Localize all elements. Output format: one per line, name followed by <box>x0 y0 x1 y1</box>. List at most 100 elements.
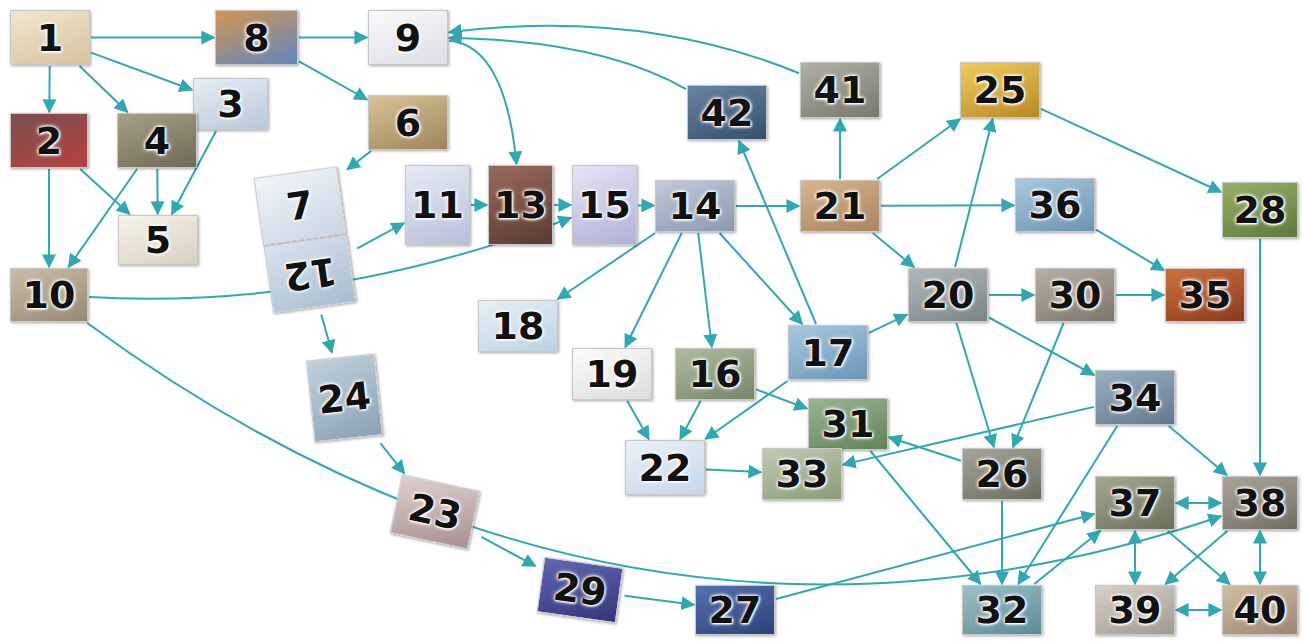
connector-arrow <box>839 119 841 179</box>
slide-number: 14 <box>669 187 722 225</box>
slide-number: 34 <box>1109 379 1162 417</box>
connector-arrow <box>1096 230 1164 271</box>
slide-number: 13 <box>494 186 547 224</box>
slide-number: 29 <box>551 568 609 613</box>
connector-arrow <box>776 514 1094 599</box>
slide-number: 31 <box>822 405 875 443</box>
slide-number: 10 <box>23 276 76 314</box>
slide-number: 24 <box>316 376 373 419</box>
connector-arrow <box>638 204 654 206</box>
connector-arrow <box>877 119 960 179</box>
slide-thumbnail: 41 <box>800 62 880 118</box>
connector-arrow <box>156 169 158 214</box>
slide-thumbnail: 9 <box>368 10 448 65</box>
slide-number: 22 <box>639 449 692 487</box>
connector-arrow <box>48 66 50 112</box>
slide-number: 1 <box>37 19 63 57</box>
connector-arrow <box>1176 502 1221 504</box>
slide-thumbnail: 5 <box>118 215 198 265</box>
slide-number: 16 <box>689 355 742 393</box>
slide-number: 18 <box>492 307 545 345</box>
slide-number: 2 <box>36 122 62 160</box>
slide-number: 8 <box>243 19 269 57</box>
connector-arrow <box>80 66 128 112</box>
connector-arrow <box>955 119 993 267</box>
slide-number: 42 <box>701 94 754 132</box>
slide-thumbnail: 17 <box>788 325 868 380</box>
slide-thumbnail: 28 <box>1222 182 1298 238</box>
connector-arrow <box>299 61 367 99</box>
connector-arrow <box>1116 294 1164 296</box>
connector-arrow <box>1259 531 1261 584</box>
connector-arrow <box>1013 323 1064 447</box>
connector-arrow <box>881 204 1014 207</box>
slide-thumbnail: 30 <box>1035 268 1115 322</box>
slide-number: 30 <box>1049 276 1102 314</box>
connector-arrow <box>1034 531 1100 584</box>
slide-thumbnail: 26 <box>962 448 1042 500</box>
connector-arrow <box>756 389 807 408</box>
connector-arrow <box>1134 531 1136 584</box>
connector-arrow <box>625 596 695 605</box>
slide-thumbnail: 20 <box>908 268 988 322</box>
connector-arrow <box>357 223 404 248</box>
connector-arrow <box>989 318 1094 376</box>
slide-thumbnail: 42 <box>687 85 767 140</box>
slide-number: 5 <box>145 221 171 259</box>
slide-number: 41 <box>814 71 867 109</box>
slide-number: 32 <box>976 591 1029 629</box>
slide-thumbnail: 10 <box>10 268 88 322</box>
connector-arrow <box>91 53 192 90</box>
slide-thumbnail: 39 <box>1095 585 1175 635</box>
connector-arrow <box>698 233 712 347</box>
connector-arrow <box>554 204 571 206</box>
slide-thumbnail: 27 <box>695 585 775 635</box>
slide-number: 38 <box>1234 484 1287 522</box>
connector-arrow <box>381 443 405 473</box>
connector-arrow <box>873 233 914 267</box>
connector-arrow <box>739 141 816 324</box>
slide-number: 20 <box>922 276 975 314</box>
connector-arrow <box>449 41 517 164</box>
slide-number: 37 <box>1109 484 1162 522</box>
slide-thumbnail: 8 <box>215 10 298 65</box>
connector-arrow <box>956 323 994 447</box>
connector-arrow <box>1165 531 1227 584</box>
slide-thumbnail: 22 <box>625 440 705 495</box>
connector-arrow <box>1169 426 1227 475</box>
slide-thumbnail: 15 <box>572 165 637 245</box>
connector-arrow <box>720 233 803 324</box>
slide-thumbnail: 40 <box>1222 585 1298 635</box>
slide-number: 23 <box>405 488 465 536</box>
slide-number: 35 <box>1179 276 1232 314</box>
connector-arrow <box>889 437 961 460</box>
connector-arrow <box>87 323 1221 584</box>
slide-thumbnail: 36 <box>1015 178 1095 232</box>
slide-thumbnail: 23 <box>390 474 481 549</box>
connector-arrow <box>321 315 332 353</box>
slide-number: 36 <box>1029 186 1082 224</box>
slide-number: 6 <box>395 104 421 142</box>
connector-arrow <box>869 315 907 333</box>
slide-number: 26 <box>976 455 1029 493</box>
connector-arrow <box>1001 501 1003 584</box>
connector-arrow <box>449 26 799 73</box>
connector-arrow <box>1176 609 1221 611</box>
slide-thumbnail: 37 <box>1095 476 1175 530</box>
slide-thumbnail: 32 <box>962 585 1042 635</box>
slide-number: 4 <box>144 122 170 160</box>
slide-number: 21 <box>814 187 867 225</box>
slide-number: 28 <box>1234 191 1287 229</box>
connector-arrow <box>627 401 649 439</box>
connector-arrow <box>680 401 700 439</box>
slide-number: 15 <box>578 186 631 224</box>
slide-thumbnail: 34 <box>1095 370 1175 425</box>
slide-thumbnail: 13 <box>488 165 553 245</box>
slide-thumbnail: 24 <box>306 354 383 443</box>
slide-thumbnail: 2 <box>10 113 88 168</box>
slide-thumbnail: 25 <box>960 62 1040 118</box>
slide-number: 33 <box>776 455 829 493</box>
connector-arrow <box>347 151 371 169</box>
slide-thumbnail: 21 <box>800 180 880 232</box>
